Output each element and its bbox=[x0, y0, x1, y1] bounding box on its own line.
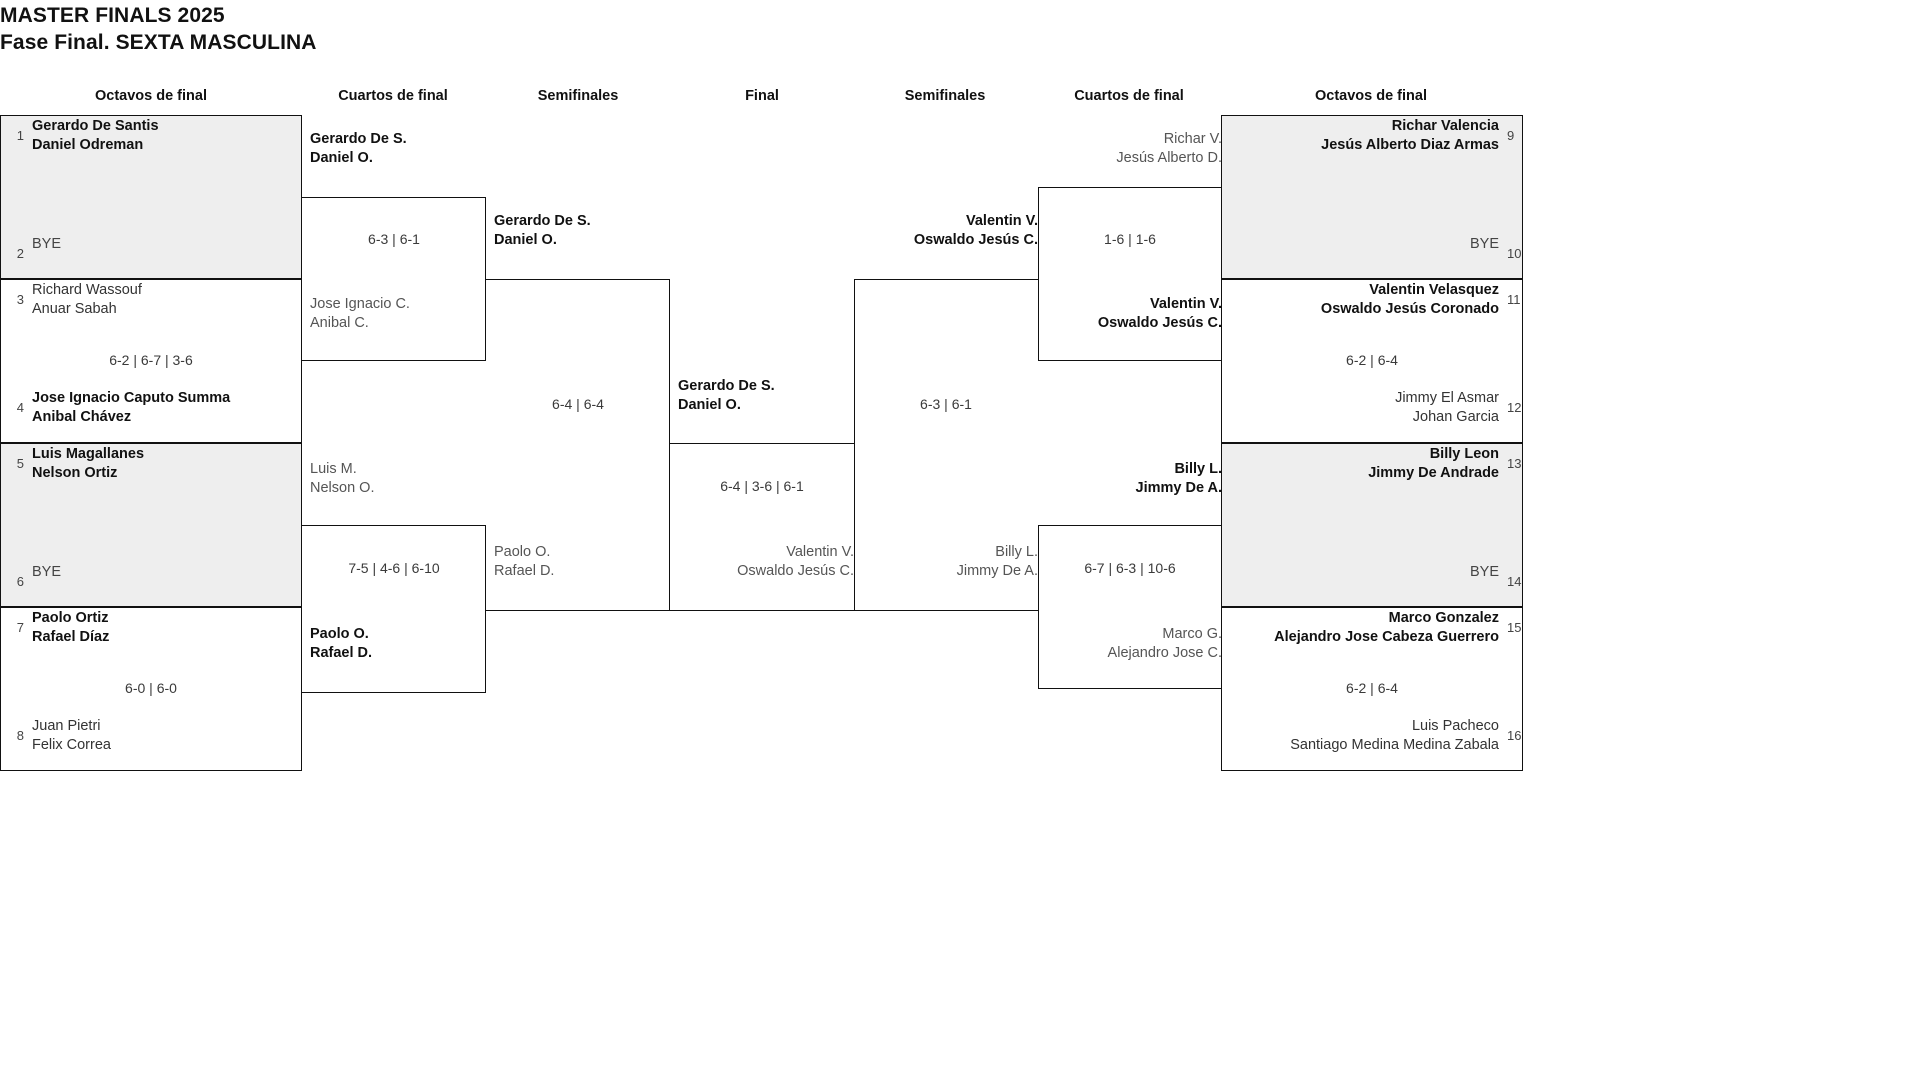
semifinal-box-right[interactable] bbox=[854, 279, 1038, 611]
octavos-score-2: 6-2 | 6-7 | 3-6 bbox=[109, 352, 193, 368]
cuartos-left-1-top: Gerardo De S. Daniel O. bbox=[310, 131, 407, 166]
seed-number: 9 bbox=[1507, 128, 1515, 143]
team-pair: Jimmy El Asmar Johan Garcia bbox=[1395, 390, 1499, 425]
octavos-seed-4[interactable]: 4 Jose Ignacio Caputo Summa Anibal Cháve… bbox=[8, 389, 298, 427]
cuartos-right-1-score: 1-6 | 1-6 bbox=[1104, 231, 1156, 247]
seed-number: 4 bbox=[16, 400, 24, 415]
octavos-seed-11[interactable]: 11 Valentin Velasquez Oswaldo Jesús Coro… bbox=[1233, 281, 1523, 319]
semifinal-right-score: 6-3 | 6-1 bbox=[920, 396, 972, 412]
team-pair: Marco Gonzalez Alejandro Jose Cabeza Gue… bbox=[1274, 610, 1499, 645]
seed-number: 12 bbox=[1507, 400, 1522, 415]
cuartos-right-1-top: Richar V. Jesús Alberto D. bbox=[1116, 131, 1222, 166]
octavos-seed-3[interactable]: 3 Richard Wassouf Anuar Sabah bbox=[8, 281, 298, 319]
team-pair: Valentin Velasquez Oswaldo Jesús Coronad… bbox=[1320, 282, 1499, 317]
cuartos-box-left-2[interactable] bbox=[302, 525, 486, 693]
cuartos-right-1-bottom: Valentin V. Oswaldo Jesús C. bbox=[1097, 296, 1222, 331]
cuartos-box-right-2[interactable] bbox=[1038, 525, 1222, 689]
octavos-seed-6[interactable]: 6 BYE bbox=[8, 563, 298, 591]
octavos-seed-14[interactable]: 14 BYE bbox=[1233, 563, 1523, 591]
team-pair: BYE bbox=[32, 236, 62, 252]
cuartos-box-right-1[interactable] bbox=[1038, 187, 1222, 361]
seed-number: 5 bbox=[16, 456, 24, 471]
octavos-match-3[interactable] bbox=[0, 443, 302, 607]
seed-number: 11 bbox=[1507, 292, 1521, 307]
team-pair: Richar Valencia Jesús Alberto Diaz Armas bbox=[1321, 118, 1499, 153]
octavos-seed-13[interactable]: 13 Billy Leon Jimmy De Andrade bbox=[1233, 445, 1523, 483]
semifinal-left-top: Gerardo De S. Daniel O. bbox=[494, 213, 591, 248]
cuartos-left-1-bottom: Jose Ignacio C. Anibal C. bbox=[310, 296, 410, 331]
seed-number: 7 bbox=[16, 620, 24, 635]
team-pair: Juan Pietri Felix Correa bbox=[32, 718, 111, 753]
team-pair: Luis Magallanes Nelson Ortiz bbox=[32, 446, 145, 481]
cuartos-left-2-bottom: Paolo O. Rafael D. bbox=[310, 626, 373, 661]
seed-number: 3 bbox=[16, 292, 24, 307]
octavos-seed-9[interactable]: 9 Richar Valencia Jesús Alberto Diaz Arm… bbox=[1233, 117, 1523, 155]
team-pair: BYE bbox=[1469, 564, 1499, 580]
team-pair: Richard Wassouf Anuar Sabah bbox=[32, 282, 142, 317]
seed-number: 14 bbox=[1507, 574, 1522, 589]
seed-number: 10 bbox=[1507, 246, 1522, 261]
octavos-match-1[interactable] bbox=[0, 115, 302, 279]
final-bottom-team: Valentin V. Oswaldo Jesús C. bbox=[737, 544, 854, 579]
final-top-team: Gerardo De S. Daniel O. bbox=[678, 378, 775, 413]
team-pair: Paolo Ortiz Rafael Díaz bbox=[32, 610, 110, 645]
octavos-match-7[interactable] bbox=[1221, 443, 1523, 607]
semifinal-right-top: Valentin V. Oswaldo Jesús C. bbox=[913, 213, 1038, 248]
round-header-octavos-left: Octavos de final bbox=[94, 88, 207, 104]
semifinal-left-bottom: Paolo O. Rafael D. bbox=[494, 544, 555, 579]
cuartos-left-1-score: 6-3 | 6-1 bbox=[368, 231, 420, 247]
team-pair: Billy Leon Jimmy De Andrade bbox=[1368, 446, 1499, 481]
round-header-final: Final bbox=[745, 88, 779, 104]
round-header-semifinales-left: Semifinales bbox=[537, 88, 619, 104]
octavos-seed-16[interactable]: 16 Luis Pacheco Santiago Medina Medina Z… bbox=[1233, 717, 1523, 755]
octavos-match-8[interactable] bbox=[1221, 607, 1523, 771]
round-header-octavos-right: Octavos de final bbox=[1314, 88, 1427, 104]
page-title: MASTER FINALS 2025 Fase Final. SEXTA MAS… bbox=[0, 2, 317, 56]
tournament-name: MASTER FINALS 2025 bbox=[0, 4, 225, 27]
octavos-seed-5[interactable]: 5 Luis Magallanes Nelson Ortiz bbox=[8, 445, 298, 483]
octavos-seed-8[interactable]: 8 Juan Pietri Felix Correa bbox=[8, 717, 298, 755]
octavos-seed-12[interactable]: 12 Jimmy El Asmar Johan Garcia bbox=[1233, 389, 1523, 427]
octavos-score-8: 6-2 | 6-4 bbox=[1346, 680, 1398, 696]
octavos-match-5[interactable] bbox=[1221, 115, 1523, 279]
octavos-seed-1[interactable]: 1 Gerardo De Santis Daniel Odreman bbox=[8, 117, 298, 155]
final-box[interactable] bbox=[670, 443, 854, 611]
seed-number: 8 bbox=[16, 728, 24, 743]
octavos-match-4[interactable] bbox=[0, 607, 302, 771]
team-pair: Jose Ignacio Caputo Summa Anibal Chávez bbox=[32, 390, 231, 425]
octavos-match-2[interactable] bbox=[0, 279, 302, 443]
cuartos-left-2-top: Luis M. Nelson O. bbox=[310, 461, 375, 496]
round-header-semifinales-right: Semifinales bbox=[904, 88, 986, 104]
cuartos-box-left-1[interactable] bbox=[302, 197, 486, 361]
cuartos-right-2-score: 6-7 | 6-3 | 10-6 bbox=[1084, 560, 1176, 576]
cuartos-left-2-score: 7-5 | 4-6 | 6-10 bbox=[348, 560, 440, 576]
octavos-match-6[interactable] bbox=[1221, 279, 1523, 443]
team-pair: BYE bbox=[32, 564, 62, 580]
team-pair: Luis Pacheco Santiago Medina Medina Zaba… bbox=[1290, 718, 1499, 753]
octavos-score-4: 6-0 | 6-0 bbox=[125, 680, 177, 696]
octavos-seed-15[interactable]: 15 Marco Gonzalez Alejandro Jose Cabeza … bbox=[1233, 609, 1523, 647]
round-header-cuartos-right: Cuartos de final bbox=[1074, 88, 1184, 104]
octavos-seed-2[interactable]: 2 BYE bbox=[8, 235, 298, 263]
team-pair: Gerardo De Santis Daniel Odreman bbox=[32, 118, 159, 153]
seed-number: 16 bbox=[1507, 728, 1522, 743]
tournament-phase: Fase Final. SEXTA MASCULINA bbox=[0, 31, 317, 54]
octavos-score-6: 6-2 | 6-4 bbox=[1346, 352, 1398, 368]
cuartos-right-2-bottom: Marco G. Alejandro Jose C. bbox=[1107, 626, 1222, 661]
semifinal-left-score: 6-4 | 6-4 bbox=[552, 396, 604, 412]
seed-number: 15 bbox=[1507, 620, 1522, 635]
seed-number: 6 bbox=[16, 574, 24, 589]
seed-number: 2 bbox=[16, 246, 24, 261]
team-pair: BYE bbox=[1469, 236, 1499, 252]
seed-number: 13 bbox=[1507, 456, 1522, 471]
final-score: 6-4 | 3-6 | 6-1 bbox=[720, 478, 804, 494]
round-header-cuartos-left: Cuartos de final bbox=[338, 88, 448, 104]
octavos-seed-7[interactable]: 7 Paolo Ortiz Rafael Díaz bbox=[8, 609, 298, 647]
cuartos-right-2-top: Billy L. Jimmy De A. bbox=[1135, 461, 1223, 496]
seed-number: 1 bbox=[16, 128, 24, 143]
octavos-seed-10[interactable]: 10 BYE bbox=[1233, 235, 1523, 263]
semifinal-box-left[interactable] bbox=[486, 279, 670, 611]
semifinal-right-bottom: Billy L. Jimmy De A. bbox=[956, 544, 1038, 579]
